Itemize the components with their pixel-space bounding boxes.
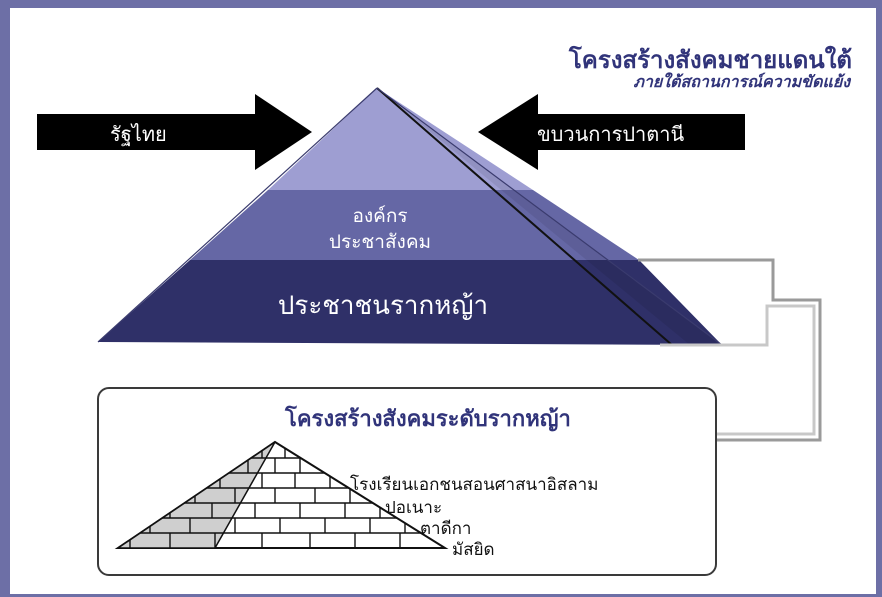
connector-bracket-inner: [660, 304, 816, 436]
left-arrow-label: รัฐไทย: [110, 122, 167, 146]
left-arrow: [37, 94, 312, 170]
frame-top-border: [0, 0, 882, 8]
grassroots-title: โครงสร้างสังคมระดับรากหญ้า: [285, 407, 571, 432]
institution-mosque: มัสยิด: [452, 540, 495, 560]
frame-bottom-border: [0, 594, 882, 597]
pyramid-right-edge: [376, 87, 723, 346]
frame-left-border: [0, 0, 10, 597]
connector-bracket-outer: [638, 258, 822, 442]
pyramid-top-layer: [268, 88, 533, 190]
frame-right-border: [876, 0, 882, 597]
bottom-layer-label: ประชาชนรากหญ้า: [278, 291, 488, 321]
middle-layer-label-line2: ประชาสังคม: [329, 231, 431, 253]
institution-tadika: ตาดีกา: [420, 519, 472, 539]
middle-layer-label-line1: องค์กร: [352, 205, 407, 227]
pyramid-bottom-layer: [98, 260, 722, 345]
right-arrow: [478, 94, 745, 170]
institution-private-islamic-school: โรงเรียนเอกชนสอนศาสนาอิสลาม: [350, 475, 599, 495]
diagram-title: โครงสร้างสังคมชายแดนใต้: [568, 46, 852, 74]
institution-pondok: ปอเนาะ: [385, 498, 443, 518]
pyramid-middle-layer: [190, 190, 639, 260]
brick-pyramid-shaded-face: [115, 441, 276, 549]
pyramid-left-edge: [97, 87, 378, 343]
diagram-subtitle: ภายใต้สถานการณ์ความขัดแย้ง: [633, 72, 850, 91]
right-arrow-label: ขบวนการปาตานี: [537, 122, 684, 146]
pyramid-ridge: [376, 87, 673, 346]
